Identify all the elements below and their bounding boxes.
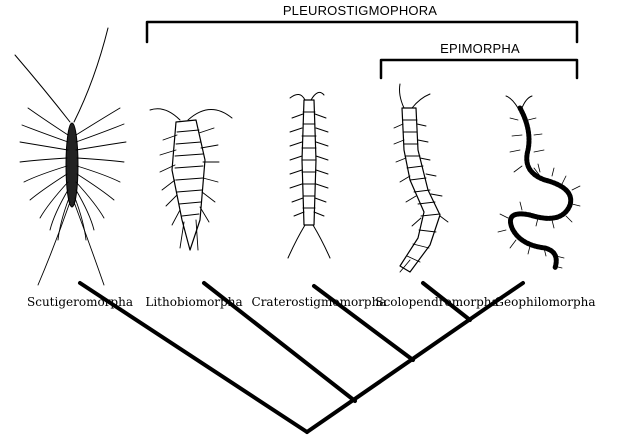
branch-scutigeromorpha <box>78 281 309 434</box>
taxon-label-scutigeromorpha: Scutigeromorpha <box>27 295 133 309</box>
branch-scolopendromorpha <box>421 281 472 322</box>
root-trunk <box>305 300 497 434</box>
epimorpha-label: EPIMORPHA <box>440 41 520 56</box>
branch-geophilomorpha <box>493 281 525 304</box>
pleurostigmophora-bracket <box>145 20 579 44</box>
pleurostigmophora-label: PLEUROSTIGMOPHORA <box>283 3 437 18</box>
scolopendromorpha-centipede-icon <box>393 83 449 273</box>
branch-craterostigmomorpha <box>312 284 415 362</box>
scutigeromorpha-centipede-icon <box>14 27 127 286</box>
taxon-label-craterostigmomorpha: Craterostigmomorpha <box>252 295 387 309</box>
cladogram-tree <box>78 281 525 434</box>
craterostigmomorpha-centipede-icon <box>287 91 331 259</box>
taxon-label-geophilomorpha: Geophilomorpha <box>494 295 595 309</box>
taxon-label-lithobiomorpha: Lithobiomorpha <box>145 295 242 309</box>
taxon-label-scolopendromorpha: Scolopendromorpha <box>375 295 498 309</box>
lithobiomorpha-centipede-icon <box>149 108 233 251</box>
branch-lithobiomorpha <box>202 281 357 403</box>
epimorpha-bracket <box>379 58 579 80</box>
geophilomorpha-centipede-icon <box>497 95 581 271</box>
